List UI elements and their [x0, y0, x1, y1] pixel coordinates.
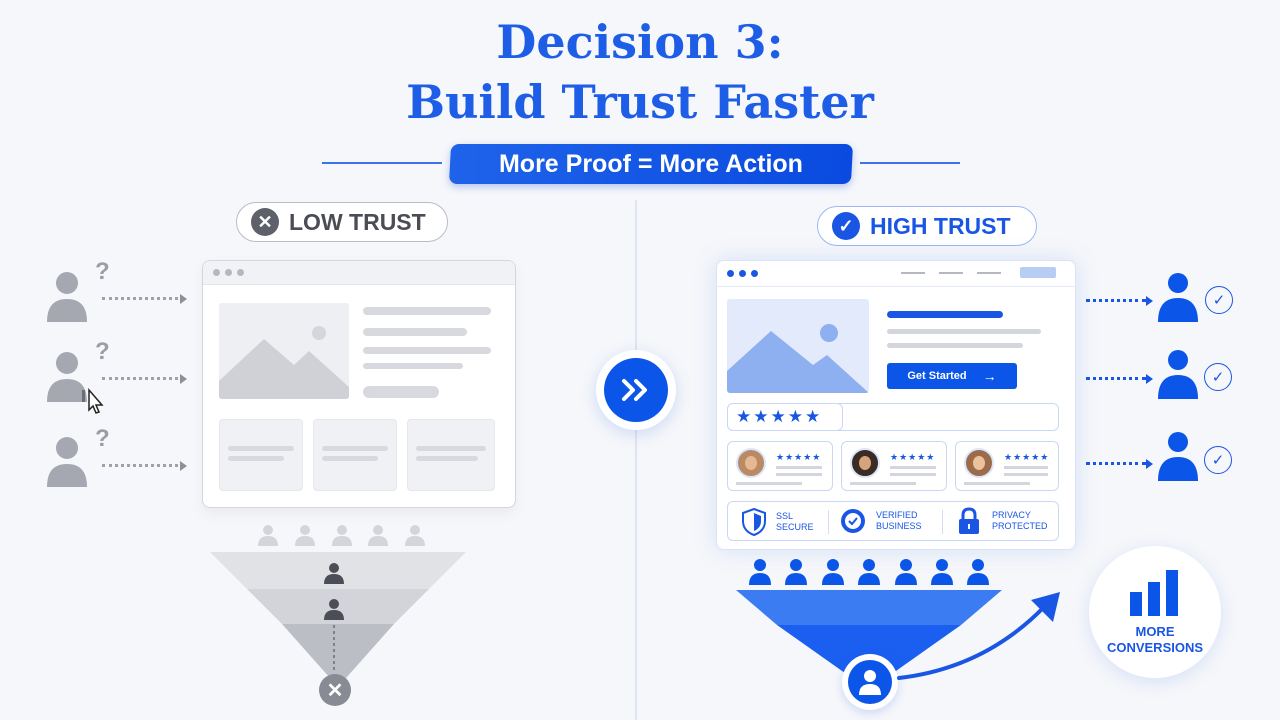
person-icon [47, 437, 87, 487]
dotted-arrow [102, 377, 178, 380]
verified-badge-icon [841, 509, 865, 533]
dotted-arrow [1086, 299, 1146, 302]
arrow-head-icon [180, 461, 187, 471]
subtitle-rule-right [860, 162, 960, 164]
mouse-cursor-icon [82, 388, 104, 414]
dotted-arrow [102, 297, 178, 300]
question-mark: ? [95, 338, 110, 365]
high-trust-label: ✓ HIGH TRUST [817, 206, 1037, 246]
low-trust-label: ✕ LOW TRUST [236, 202, 448, 242]
person-icon [1158, 350, 1198, 399]
check-circle-icon: ✓ [832, 212, 860, 240]
visitor-low-2 [46, 350, 88, 407]
growth-arrow-icon [897, 592, 1060, 680]
page-title-line1: Decision 3: [496, 15, 784, 69]
funnel-top-people [258, 525, 425, 546]
arrow-head-icon [1146, 459, 1153, 469]
subtitle-badge: More Proof = More Action [448, 144, 854, 184]
subtitle-text: More Proof = More Action [499, 149, 803, 178]
person-icon [47, 352, 87, 402]
review-stars: ★★★★★ [776, 452, 822, 462]
result-line1: MORE [1135, 624, 1175, 639]
funnel-shape [210, 552, 466, 687]
high-trust-website-mockup: Get Started → ★★★★★ ★★★★★ ★★★★★ ★★★★★ SS… [716, 260, 1076, 550]
visitor-low-1 [46, 270, 88, 327]
reviewer-avatar [964, 448, 994, 478]
person-icon [1158, 432, 1198, 481]
dotted-arrow [1086, 462, 1146, 465]
visitor-low-3 [46, 435, 88, 492]
review-card: ★★★★★ [727, 441, 833, 491]
check-icon: ✓ [1204, 446, 1232, 474]
question-mark: ? [95, 425, 110, 452]
bar-chart-icon [1130, 570, 1178, 616]
user-icon [859, 670, 881, 695]
funnel-end-x-icon: ✕ [319, 674, 351, 706]
person-icon [1158, 273, 1198, 322]
image-placeholder [219, 303, 349, 399]
get-started-button[interactable]: Get Started → [887, 363, 1017, 389]
arrow-head-icon [1146, 374, 1153, 384]
image-icon [219, 326, 349, 399]
dotted-arrow [102, 464, 178, 467]
dotted-arrow [1086, 377, 1146, 380]
check-icon: ✓ [1205, 286, 1233, 314]
arrow-head-icon [180, 294, 187, 304]
review-card: ★★★★★ [841, 441, 947, 491]
review-card: ★★★★★ [955, 441, 1059, 491]
arrow-head-icon [1146, 296, 1153, 306]
review-stars: ★★★★★ [1004, 452, 1050, 462]
rating-bar: ★★★★★ [727, 403, 1059, 431]
page-title-line2: Build Trust Faster [406, 75, 874, 129]
subtitle-rule-left [322, 162, 442, 164]
converted-user [842, 654, 898, 710]
more-conversions-badge: MORE CONVERSIONS [1089, 546, 1221, 678]
low-trust-website-mockup [202, 260, 516, 508]
x-circle-icon: ✕ [251, 208, 279, 236]
question-mark: ? [95, 258, 110, 285]
high-trust-text: HIGH TRUST [870, 212, 1011, 239]
reviewer-avatar [736, 448, 766, 478]
reviewer-avatar [850, 448, 880, 478]
person-icon [47, 272, 87, 322]
image-placeholder [727, 299, 869, 393]
arrow-head-icon [180, 374, 187, 384]
review-stars: ★★★★★ [890, 452, 936, 462]
browser-titlebar [717, 261, 1075, 287]
browser-titlebar [203, 261, 515, 285]
content-card [219, 419, 303, 491]
next-button[interactable] [596, 350, 676, 430]
lock-icon [959, 507, 979, 534]
get-started-label: Get Started [907, 370, 967, 382]
low-trust-text: LOW TRUST [289, 208, 426, 235]
funnel-top-people [749, 559, 989, 585]
center-divider [635, 200, 637, 720]
content-card [313, 419, 397, 491]
image-icon [727, 324, 869, 393]
content-card [407, 419, 495, 491]
result-line2: CONVERSIONS [1106, 640, 1204, 655]
check-icon: ✓ [1204, 363, 1232, 391]
double-chevron-right-icon [622, 379, 647, 401]
five-star-rating: ★★★★★ [727, 403, 843, 431]
shield-icon [742, 508, 766, 536]
arrow-right-icon: → [982, 368, 997, 384]
